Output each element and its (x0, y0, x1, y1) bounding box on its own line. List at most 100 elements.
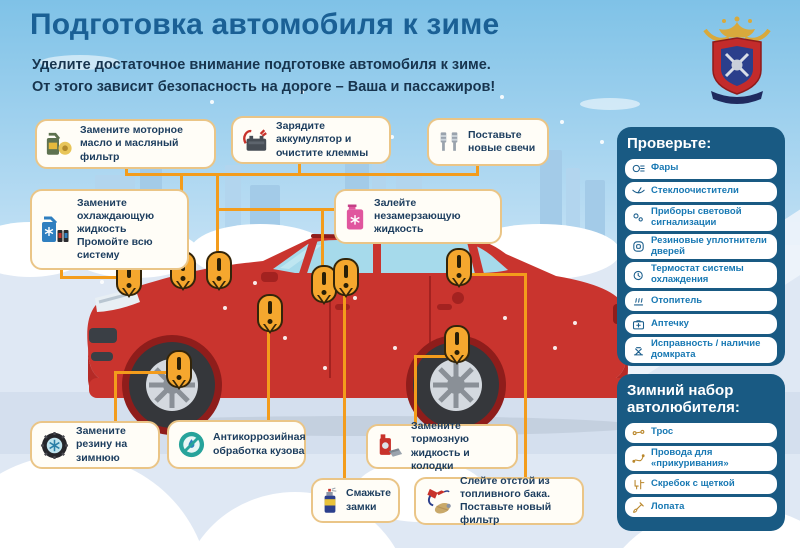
kit-item-label: Трос (651, 426, 674, 438)
check-panel-list: Фары Стеклоочистители Приборы световой с… (625, 158, 777, 364)
warning-marker-icon (444, 325, 470, 363)
shovel-icon (630, 499, 646, 515)
heater-icon (630, 293, 646, 309)
first-aid-kit-icon (630, 316, 646, 332)
check-item-label: Аптечку (651, 317, 689, 329)
connector-line (343, 296, 346, 480)
kit-item-label: Лопата (651, 500, 685, 512)
connector-line (114, 371, 117, 423)
exclamation-bar (127, 265, 131, 278)
city-building (585, 180, 605, 245)
connector-line (414, 355, 447, 358)
oil-canister-icon (45, 131, 73, 158)
connector-line (60, 266, 63, 278)
callout-label: Антикоррозийная обработка кузова (213, 431, 306, 457)
signal-lights-icon (630, 210, 646, 226)
connector-line (467, 273, 527, 276)
poster-subtitle-line2: От этого зависит безопасность на дороге … (32, 79, 496, 95)
winter-kit-panel: Зимний набор автолюбителя: Трос Провода … (617, 374, 785, 531)
exclamation-bar (344, 265, 348, 278)
check-item-label: Фары (651, 162, 679, 174)
exclamation-bar (268, 301, 272, 314)
kit-list-item: Провода для «прикуривания» (625, 445, 777, 472)
door-seal-icon (630, 239, 646, 255)
callout-oil: Замените моторное масло и масляный фильт… (35, 119, 216, 169)
callout-label: Залейте незамерзающую жидкость (374, 196, 461, 236)
kit-list-item: Скребок с щеткой (625, 474, 777, 495)
exclamation-bar (217, 258, 221, 271)
check-item-label: Термостат системы охлаждения (651, 263, 744, 286)
cloud (580, 98, 640, 110)
winter-tire-icon (40, 431, 69, 460)
spark-plugs-icon (437, 129, 461, 156)
kit-list-item: Трос (625, 422, 777, 443)
warning-marker-icon (257, 294, 283, 332)
spray-can-icon (321, 486, 339, 516)
exclamation-bar (177, 357, 181, 370)
callout-tires: Замените резину на зимнюю (30, 421, 160, 469)
connector-line (476, 164, 479, 176)
callout-spark-plugs: Поставьте новые свечи (427, 118, 549, 166)
wiper-icon (630, 184, 646, 200)
exclamation-dot (267, 319, 273, 324)
connector-line (414, 355, 417, 426)
connector-line (298, 162, 301, 176)
callout-coolant: Замените охлаждающую жидкость Промойте в… (30, 189, 189, 270)
coolant-canister-icon (40, 215, 70, 245)
check-list-item: Термостат системы охлаждения (625, 262, 777, 289)
poster-subtitle-line1: Уделите достаточное внимание подготовке … (32, 57, 491, 73)
callout-label: Слейте отстой из топливного бака. Постав… (460, 474, 552, 527)
connector-line (267, 332, 270, 422)
callout-locks: Смажьте замки (311, 478, 400, 523)
connector-line (60, 276, 118, 279)
check-list-item: Отопитель (625, 291, 777, 312)
check-item-label: Резиновые уплотнители дверей (651, 234, 767, 257)
cloud (40, 55, 120, 70)
kit-item-label: Провода для «прикуривания» (651, 446, 729, 469)
exclamation-dot (343, 283, 349, 288)
callout-washer: Залейте незамерзающую жидкость (334, 189, 502, 244)
connector-line (125, 173, 479, 176)
check-panel-title: Проверьте: (627, 135, 712, 152)
check-list-item: Приборы световой сигнализации (625, 204, 777, 231)
callout-label: Смажьте замки (346, 487, 392, 513)
jumper-cables-icon (630, 451, 646, 467)
winter-kit-panel-title: Зимний набор автолюбителя: (627, 382, 740, 416)
callout-fuel: Слейте отстой из топливного бака. Постав… (414, 474, 584, 527)
exclamation-bar (455, 332, 459, 345)
exclamation-dot (321, 290, 327, 295)
check-item-label: Исправность / наличие домкрата (651, 338, 761, 361)
check-list-item: Резиновые уплотнители дверей (625, 233, 777, 260)
winter-kit-list: Трос Провода для «прикуривания» Скребок … (625, 422, 777, 518)
headlight-icon (630, 161, 646, 177)
exclamation-dot (180, 276, 186, 281)
check-list-item: Стеклоочистители (625, 181, 777, 202)
callout-label: Замените охлаждающую жидкость Промойте в… (77, 196, 155, 262)
rear-wheel (413, 342, 499, 428)
exclamation-dot (216, 276, 222, 281)
thermostat-icon (630, 267, 646, 283)
police-emblem (703, 16, 771, 104)
jack-icon (630, 342, 646, 358)
connector-line (216, 208, 336, 211)
check-item-label: Стеклоочистители (651, 185, 739, 197)
callout-label: Замените резину на зимнюю (76, 425, 128, 464)
exclamation-bar (322, 272, 326, 285)
callout-brakes: Замените тормозную жидкость и колодки (366, 420, 518, 472)
connector-line (125, 167, 128, 176)
exclamation-dot (454, 350, 460, 355)
washer-fluid-icon (344, 202, 367, 232)
callout-label: Замените моторное масло и масляный фильт… (80, 124, 183, 163)
check-list-item: Аптечку (625, 314, 777, 335)
warning-marker-icon (166, 350, 192, 388)
poster-title: Подготовка автомобиля к зиме (30, 8, 500, 41)
callout-anticorrosion: Антикоррозийная обработка кузова (167, 420, 306, 469)
kit-list-item: Лопата (625, 497, 777, 518)
exclamation-dot (176, 375, 182, 380)
connector-line (114, 371, 170, 374)
brake-fluid-icon (376, 433, 404, 460)
kit-item-label: Скребок с щеткой (651, 477, 735, 489)
check-item-label: Приборы световой сигнализации (651, 205, 742, 228)
connector-line (216, 173, 219, 253)
